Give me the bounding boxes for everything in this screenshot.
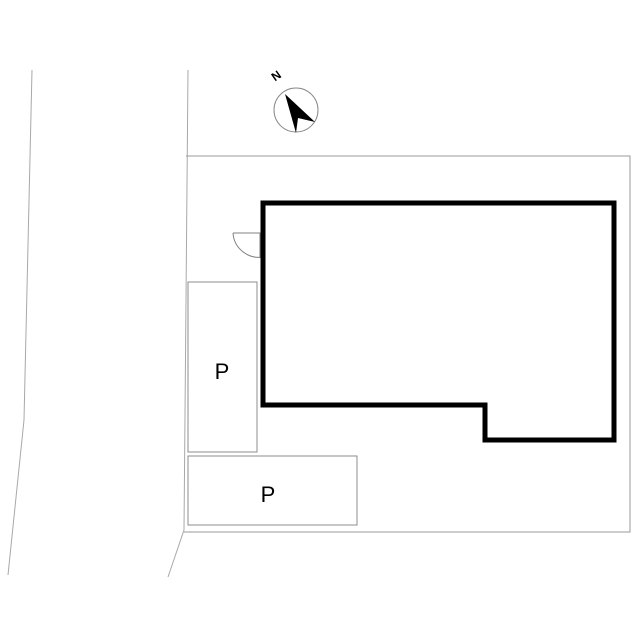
road-edge-right xyxy=(167,69,189,578)
parking-space-2: P xyxy=(187,455,358,526)
north-arrow-icon: N xyxy=(269,68,319,133)
lot-boundary xyxy=(184,155,631,533)
road-edge-left xyxy=(7,69,33,576)
parking-label: P xyxy=(215,359,230,384)
building-outline xyxy=(260,200,617,443)
parking-space-1: P xyxy=(187,281,258,453)
entrance-door-icon xyxy=(232,232,264,258)
parking-label: P xyxy=(261,482,276,507)
north-label: N xyxy=(269,68,284,84)
